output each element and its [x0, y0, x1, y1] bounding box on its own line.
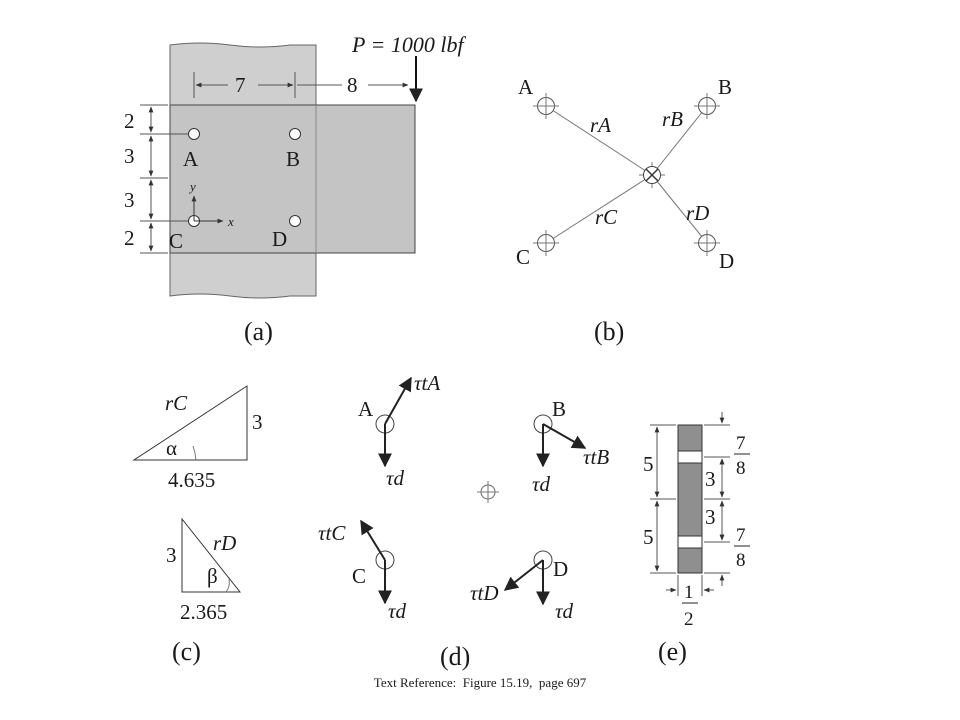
panel-e: 5 5 3 3 7 8 7 8 1 2 (e)	[643, 412, 750, 666]
dim-e-3-lower: 3	[705, 505, 716, 529]
tri2-height-label: 3	[166, 543, 177, 567]
panel-b-label: (b)	[594, 317, 624, 346]
axis-y-label: y	[188, 179, 196, 194]
radius-label-a: rA	[590, 113, 611, 137]
bolt-d-label-a: A	[358, 397, 374, 421]
bolt-label-d: D	[272, 227, 287, 251]
bolt-b-label-b: B	[718, 75, 732, 99]
dim-e-5-upper: 5	[643, 452, 654, 476]
panel-a: A B C D y x 7 8 P = 1000 lbf 2 3	[124, 32, 466, 346]
centroid-symbol	[639, 162, 665, 188]
load-label-text: P = 1000 lbf	[351, 32, 466, 57]
tau-d-label-b: τd	[532, 472, 551, 496]
thick-num: 1	[684, 582, 694, 603]
tau-t-arrow-c	[360, 519, 386, 561]
radius-label-d: rD	[686, 201, 709, 225]
tau-d-label-a: τd	[386, 466, 405, 490]
dim-label-8: 8	[347, 73, 358, 97]
bolt-symbol-c	[533, 230, 559, 256]
dim-e-5-lower: 5	[643, 525, 654, 549]
bolt-label-c: C	[169, 229, 183, 253]
bolt-hole-lower	[677, 535, 703, 549]
load-label: P = 1000 lbf	[351, 32, 466, 57]
tau-t-label-d: τtD	[470, 581, 499, 605]
tau-t-label-a: τtA	[414, 371, 440, 395]
dim-e-3-upper: 3	[705, 467, 716, 491]
dim-label-3-lower: 3	[124, 188, 135, 212]
axis-x-label: x	[227, 214, 234, 229]
tri1-hyp-label: rC	[165, 391, 188, 415]
bolt-d-label-c: C	[352, 564, 366, 588]
dim-label-2-bottom: 2	[124, 226, 135, 250]
tau-t-arrow-b	[542, 423, 587, 449]
panel-e-label: (e)	[658, 637, 687, 666]
bolt-hole-b	[289, 128, 301, 140]
tau-t-arrow-d	[503, 559, 544, 591]
tri1-height-label: 3	[252, 410, 263, 434]
panel-c: rC α 3 4.635 rD β 3 2.365 (c)	[132, 385, 263, 666]
frac-lower-num: 7	[736, 525, 746, 546]
frac-lower-den: 8	[736, 550, 746, 571]
panel-a-label: (a)	[244, 317, 273, 346]
tau-t-arrow-a	[384, 376, 412, 425]
bolt-symbol-b	[694, 93, 720, 119]
bolt-symbol-a	[533, 93, 559, 119]
tri2-hyp-label: rD	[213, 531, 236, 555]
triangle-rc	[132, 385, 248, 461]
bolt-b-label-d: D	[719, 249, 734, 273]
tau-t-label-c: τtC	[318, 521, 346, 545]
bolt-hole-a	[188, 128, 200, 140]
panel-c-label: (c)	[172, 637, 201, 666]
centroid-symbol-d	[477, 481, 499, 503]
tri1-base-label: 4.635	[168, 468, 215, 492]
panel-b: A B C D rA rB rC rD (b)	[516, 75, 734, 346]
bolt-d-label-d: D	[553, 557, 568, 581]
thick-den: 2	[684, 609, 694, 630]
bolt-d-label-b: B	[552, 397, 566, 421]
bolt-label-b: B	[286, 147, 300, 171]
bolt-b-label-a: A	[518, 75, 534, 99]
panel-d-label: (d)	[440, 642, 470, 671]
tri2-base-label: 2.365	[180, 600, 227, 624]
figure-caption: Text Reference: Figure 15.19, page 697	[373, 675, 587, 690]
bolt-label-a: A	[183, 147, 199, 171]
plate-section	[677, 424, 703, 574]
triangle-rd	[181, 517, 242, 593]
radius-label-c: rC	[595, 205, 618, 229]
radius-label-b: rB	[662, 107, 683, 131]
bolt-hole-upper	[677, 450, 703, 464]
tri2-angle-label: β	[207, 564, 218, 588]
tau-d-label-d: τd	[555, 599, 574, 623]
tau-d-label-c: τd	[388, 599, 407, 623]
panel-d: A τtA τd B τtB τd C τtC τd D τtD τd (d)	[318, 371, 609, 671]
bolt-symbol-d	[694, 230, 720, 256]
bolt-hole-d	[289, 215, 301, 227]
frac-upper-den: 8	[736, 458, 746, 479]
tri1-angle-label: α	[166, 436, 177, 460]
tau-t-label-b: τtB	[583, 445, 609, 469]
dim-label-2-top: 2	[124, 109, 135, 133]
frac-upper-num: 7	[736, 433, 746, 454]
dim-label-7: 7	[235, 73, 246, 97]
dim-label-3-upper: 3	[124, 144, 135, 168]
bolt-b-label-c: C	[516, 245, 530, 269]
bracket-plate	[169, 104, 416, 254]
